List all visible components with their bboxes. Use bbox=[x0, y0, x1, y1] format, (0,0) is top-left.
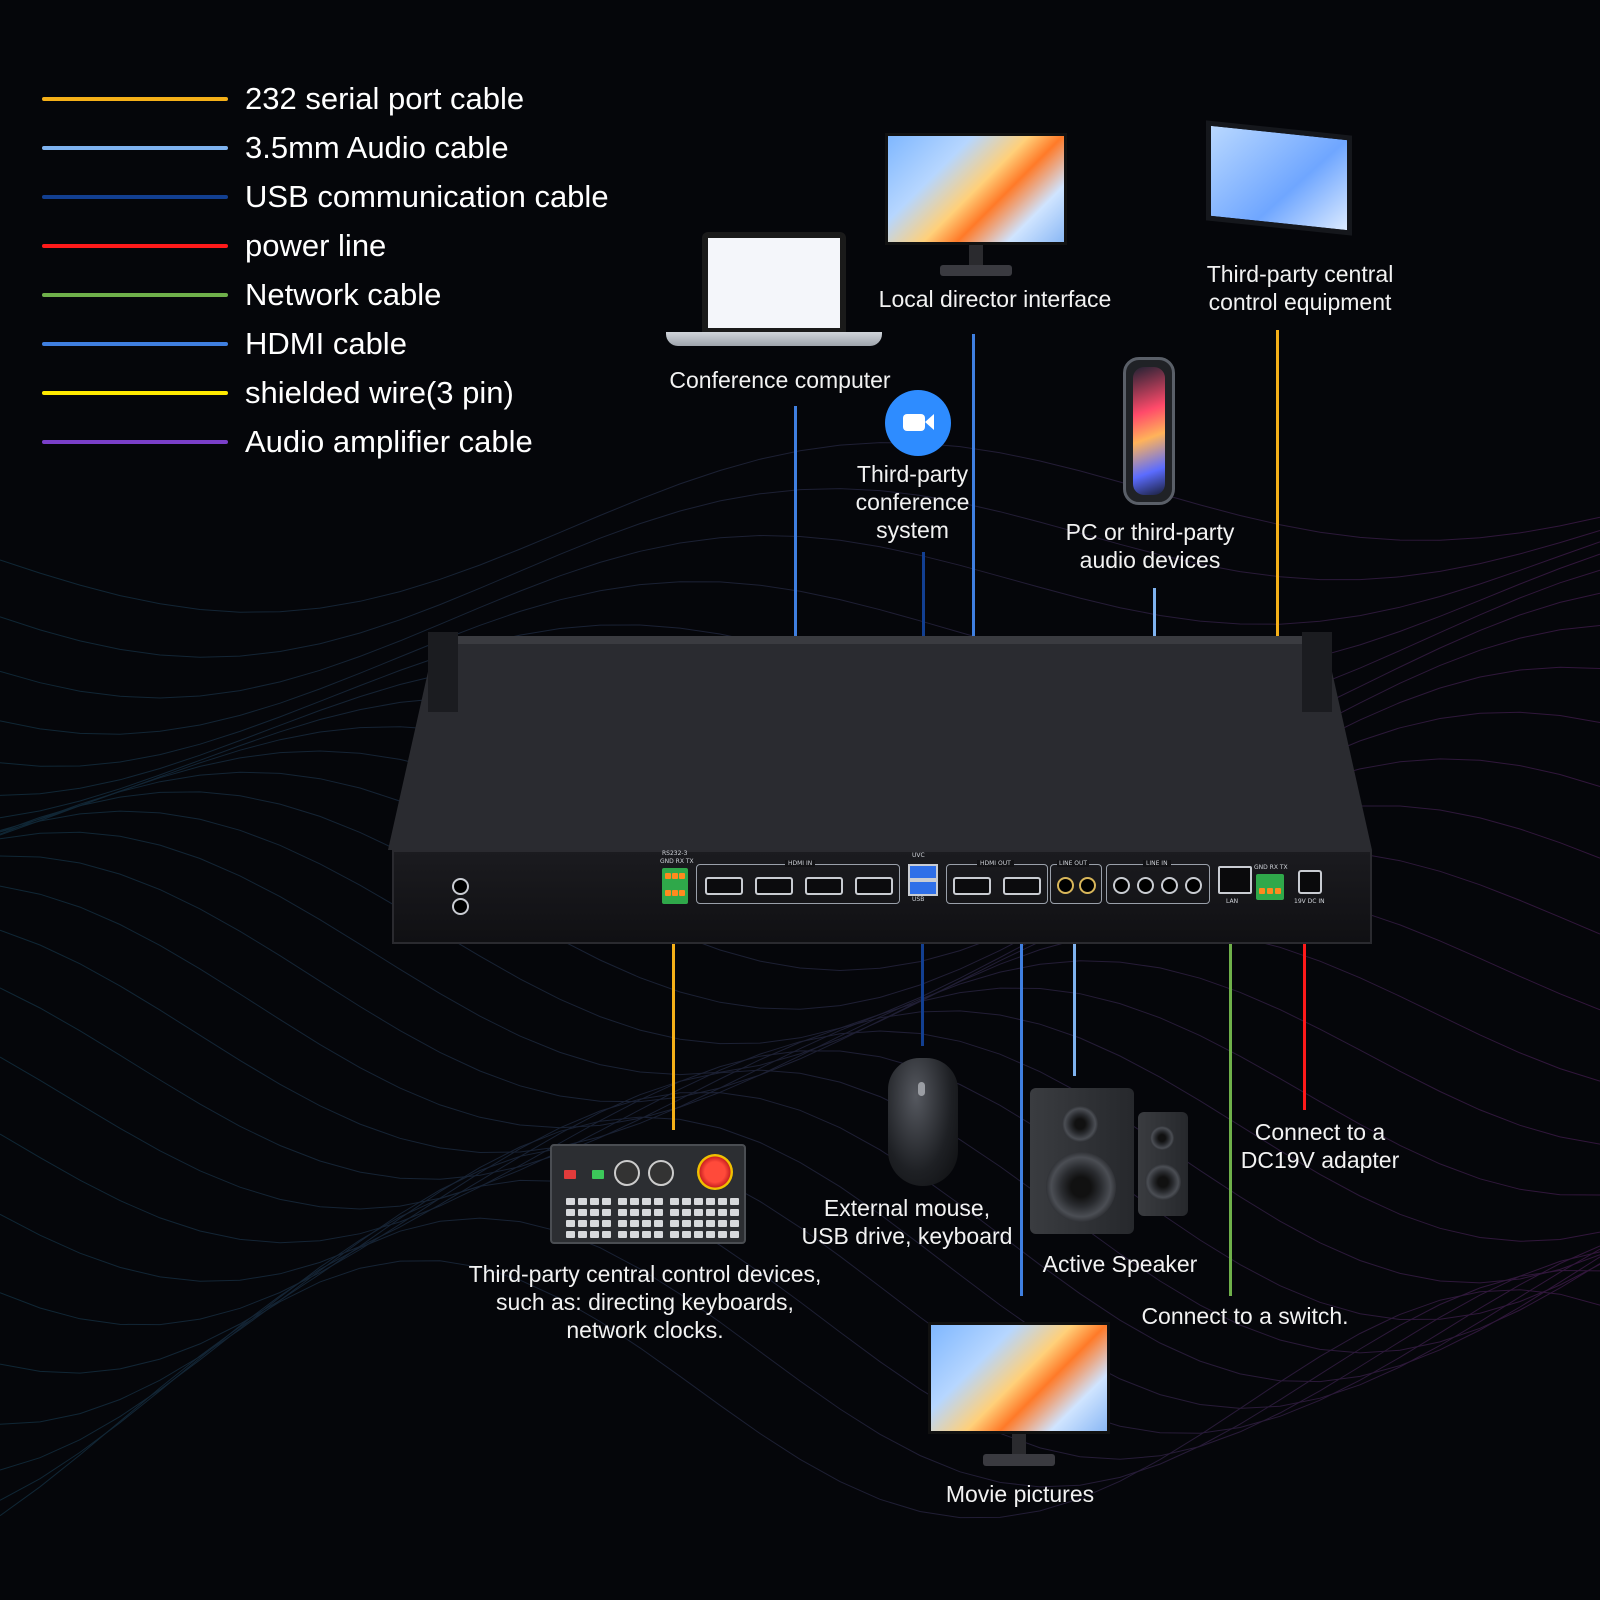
line-in-jack-2[interactable] bbox=[1161, 877, 1178, 894]
line-out-group: LINE OUT bbox=[1050, 860, 1102, 904]
legend-swatch bbox=[42, 146, 228, 150]
legend-label: 3.5mm Audio cable bbox=[245, 130, 509, 165]
director-monitor bbox=[885, 133, 1067, 276]
label-dc-adapter: Connect to a DC19V adapter bbox=[1240, 1119, 1400, 1173]
line-in-jack-4[interactable] bbox=[1113, 877, 1130, 894]
hdmi-cable-movie bbox=[1020, 930, 1023, 1296]
serial-cable-top bbox=[1276, 330, 1279, 890]
ground-icon bbox=[452, 898, 469, 915]
legend-item: 232 serial port cable bbox=[42, 79, 682, 119]
hdmi-out-group: HDMI OUT bbox=[946, 860, 1048, 904]
serial-cable-bottom bbox=[672, 924, 675, 1130]
movie-monitor bbox=[928, 1322, 1110, 1466]
hdmi-in-group: HDMI IN bbox=[696, 860, 900, 904]
rack-unit-top bbox=[388, 632, 1372, 850]
legend-swatch bbox=[42, 391, 228, 395]
legend-swatch bbox=[42, 293, 228, 297]
control-panel-device bbox=[1206, 120, 1352, 236]
rs232-label: RS232-3 bbox=[662, 850, 688, 857]
rack-unit-front-panel: RS232-3 GND RX TX HDMI IN UVC USB HDMI O… bbox=[392, 850, 1372, 944]
label-conference-computer: Conference computer bbox=[669, 367, 891, 393]
legend-swatch bbox=[42, 195, 228, 199]
line-out-jack-1[interactable] bbox=[1079, 877, 1096, 894]
label-active-speaker: Active Speaker bbox=[1042, 1251, 1198, 1277]
control-keyboard-device bbox=[550, 1144, 746, 1244]
legend-item: 3.5mm Audio cable bbox=[42, 128, 682, 168]
legend-label: shielded wire(3 pin) bbox=[245, 375, 514, 410]
phone-device bbox=[1123, 357, 1175, 505]
legend-item: HDMI cable bbox=[42, 324, 682, 364]
hdmi-in-port-1[interactable] bbox=[855, 877, 893, 895]
hdmi-out-port-1[interactable] bbox=[1003, 877, 1041, 895]
legend-item: Audio amplifier cable bbox=[42, 422, 682, 462]
hdmi-in-port-4[interactable] bbox=[705, 877, 743, 895]
legend-label: Network cable bbox=[245, 277, 442, 312]
legend-label: power line bbox=[245, 228, 387, 263]
line-in-jack-1[interactable] bbox=[1185, 877, 1202, 894]
hdmi-in-port-3[interactable] bbox=[755, 877, 793, 895]
dc-in-label: 19V DC IN bbox=[1294, 898, 1325, 905]
rs232-terminal[interactable] bbox=[662, 868, 688, 904]
label-third-party-conference: Third-party conference system bbox=[855, 461, 970, 543]
lan-label: LAN bbox=[1226, 898, 1239, 905]
legend-swatch bbox=[42, 244, 228, 248]
line-in-jack-3[interactable] bbox=[1137, 877, 1154, 894]
label-third-party-central-top: Third-party central control equipment bbox=[1206, 261, 1394, 315]
legend-label: HDMI cable bbox=[245, 326, 407, 361]
label-external-mouse: External mouse, USB drive, keyboard bbox=[801, 1195, 1013, 1249]
screw-icon bbox=[452, 878, 469, 895]
legend-label: USB communication cable bbox=[245, 179, 609, 214]
legend-swatch bbox=[42, 97, 228, 101]
label-movie-pictures: Movie pictures bbox=[945, 1481, 1095, 1507]
legend-swatch bbox=[42, 440, 228, 444]
speaker-device bbox=[1030, 1088, 1190, 1236]
hdmi-out-port-2[interactable] bbox=[953, 877, 991, 895]
gnd-rx-tx-label: GND RX TX bbox=[660, 858, 694, 865]
legend-item: USB communication cable bbox=[42, 177, 682, 217]
legend-swatch bbox=[42, 342, 228, 346]
usb-port-lower[interactable] bbox=[908, 880, 938, 896]
serial-terminal-2[interactable] bbox=[1256, 874, 1284, 900]
legend-item: power line bbox=[42, 226, 682, 266]
label-central-control-devices: Third-party central control devices, suc… bbox=[468, 1261, 822, 1343]
zoom-camera-icon bbox=[885, 390, 951, 456]
line-in-group: LINE IN bbox=[1106, 860, 1210, 904]
lan-port[interactable] bbox=[1218, 866, 1252, 894]
legend-item: Network cable bbox=[42, 275, 682, 315]
legend-label: 232 serial port cable bbox=[245, 81, 525, 116]
line-in-label: LINE IN bbox=[1143, 860, 1171, 867]
legend-label: Audio amplifier cable bbox=[245, 424, 533, 459]
label-local-director: Local director interface bbox=[878, 286, 1112, 312]
laptop-device bbox=[666, 232, 882, 352]
label-switch: Connect to a switch. bbox=[1141, 1303, 1349, 1329]
label-pc-audio: PC or third-party audio devices bbox=[1065, 519, 1235, 573]
audio-cable-speaker bbox=[1073, 930, 1076, 1076]
hdmi-cable-director bbox=[972, 334, 975, 878]
legend-item: shielded wire(3 pin) bbox=[42, 373, 682, 413]
dc-in-port[interactable] bbox=[1298, 870, 1322, 894]
mouse-device bbox=[888, 1058, 958, 1186]
usb-port-upper[interactable] bbox=[908, 864, 938, 880]
usb-cable-mouse bbox=[921, 930, 924, 1046]
network-cable bbox=[1229, 930, 1232, 1296]
line-out-label: LINE OUT bbox=[1057, 860, 1090, 867]
usb-label: USB bbox=[912, 896, 925, 903]
gnd-rx-tx-label-2: GND RX TX bbox=[1254, 864, 1288, 871]
hdmi-out-label: HDMI OUT bbox=[977, 860, 1014, 867]
line-out-jack-2[interactable] bbox=[1057, 877, 1074, 894]
uvc-label: UVC bbox=[912, 852, 925, 859]
hdmi-in-port-2[interactable] bbox=[805, 877, 843, 895]
hdmi-in-label: HDMI IN bbox=[785, 860, 816, 867]
power-cable bbox=[1303, 930, 1306, 1110]
